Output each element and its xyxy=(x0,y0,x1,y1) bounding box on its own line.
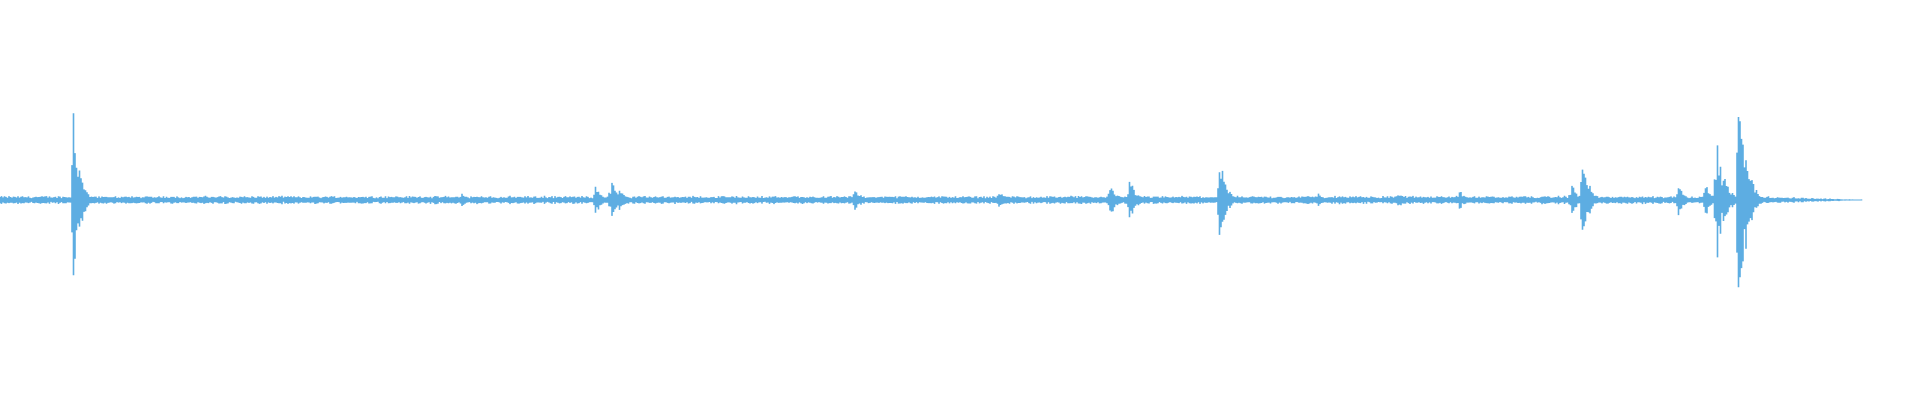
waveform-trace xyxy=(0,113,1863,288)
waveform-path xyxy=(0,113,1863,288)
